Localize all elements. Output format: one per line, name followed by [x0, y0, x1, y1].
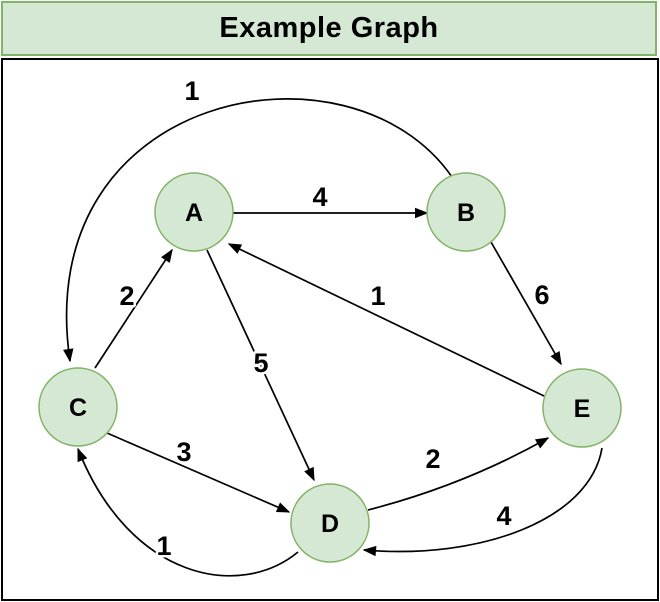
title-banner: Example Graph — [1, 1, 657, 56]
diagram-canvas — [1, 58, 659, 601]
page-title: Example Graph — [219, 12, 439, 44]
